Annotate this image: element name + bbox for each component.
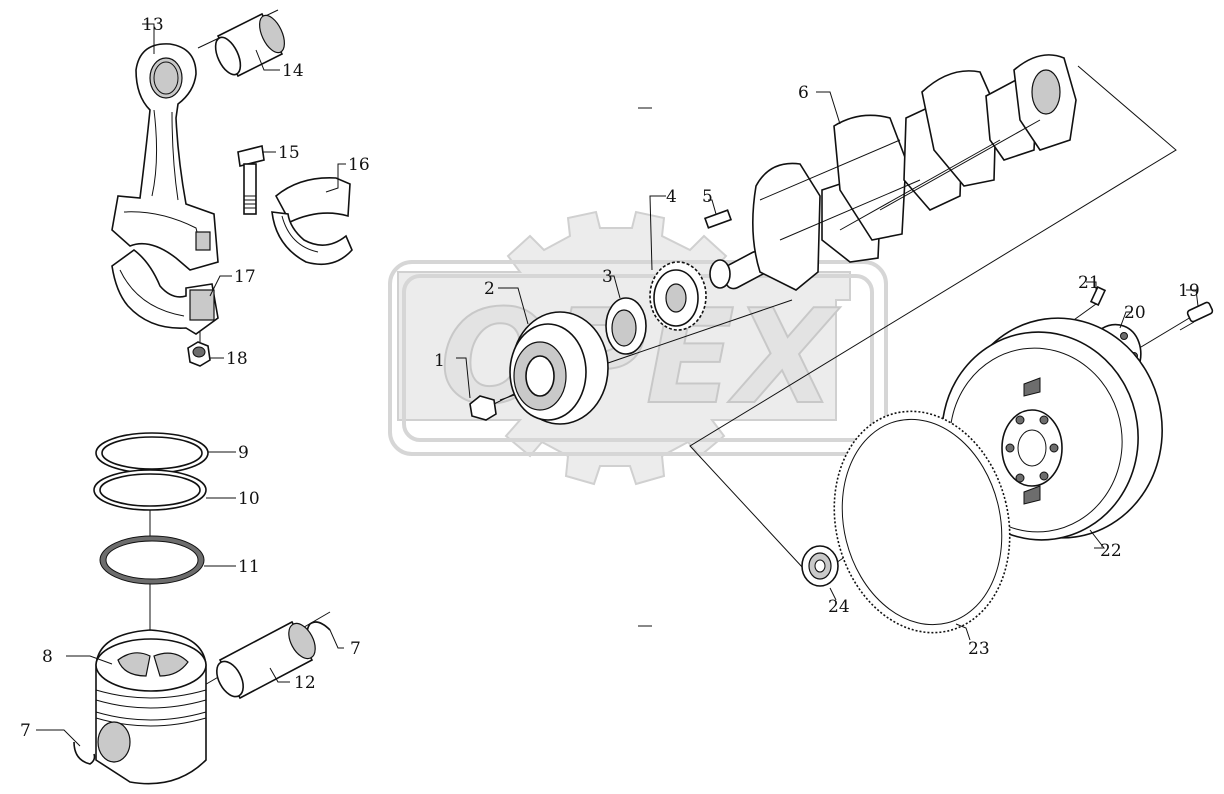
callout-11: 11	[238, 557, 260, 577]
callout-13: 13	[142, 15, 164, 35]
callout-22: 22	[1100, 541, 1122, 561]
callout-17: 17	[234, 267, 256, 287]
tick-marks	[638, 107, 652, 627]
crank-gear	[649, 261, 707, 331]
dowel-pin	[1089, 285, 1107, 307]
callout-labels: 1 2 3 4 5 6 7 7 8 9 10 11 12 13 14 15 16…	[20, 15, 1200, 741]
piston-pin-bushing	[214, 12, 285, 78]
piston-rings	[93, 432, 209, 585]
crankshaft	[709, 54, 1077, 291]
callout-20: 20	[1124, 303, 1146, 323]
callout-21: 21	[1078, 273, 1100, 293]
callout-16: 16	[348, 155, 370, 175]
callout-6: 6	[798, 83, 809, 103]
pilot-bearing	[801, 545, 839, 587]
rod-bolt	[237, 145, 265, 215]
callout-18: 18	[226, 349, 248, 369]
callout-3: 3	[602, 267, 613, 287]
piston	[95, 629, 207, 785]
callout-23: 23	[968, 639, 990, 659]
callout-24: 24	[828, 597, 850, 617]
callout-19: 19	[1178, 281, 1200, 301]
bearing-shells	[271, 177, 353, 266]
callout-15: 15	[278, 143, 300, 163]
flywheel-bolt	[1179, 301, 1214, 331]
callout-5: 5	[702, 187, 713, 207]
callout-2: 2	[484, 279, 495, 299]
callout-8: 8	[42, 647, 53, 667]
callout-4: 4	[666, 187, 677, 207]
rod-nut	[187, 341, 211, 367]
leader-lines	[36, 23, 1199, 747]
callout-10: 10	[238, 489, 260, 509]
crank-pulley	[509, 311, 609, 425]
callout-7-left: 7	[20, 721, 31, 741]
callout-7-right: 7	[350, 639, 361, 659]
ring-gear	[833, 410, 1011, 634]
connecting-rod	[111, 43, 219, 271]
callout-9: 9	[238, 443, 249, 463]
callout-14: 14	[282, 61, 304, 81]
callout-1: 1	[434, 351, 445, 371]
front-pulley-bolt	[469, 393, 515, 421]
woodruff-key	[703, 209, 733, 229]
spacer-ring	[605, 297, 647, 355]
callout-12: 12	[294, 673, 316, 693]
piston-pin	[216, 620, 316, 700]
